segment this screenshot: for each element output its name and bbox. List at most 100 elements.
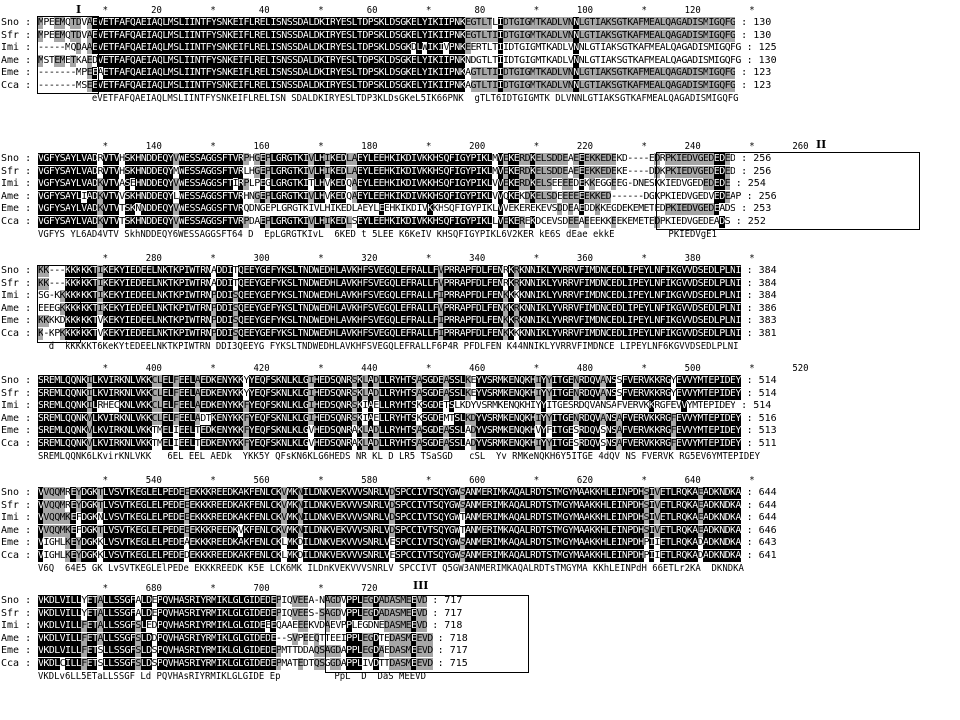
species-name: Imi :: [1, 178, 32, 189]
residue-count: : 717: [432, 595, 463, 606]
region-box: [325, 595, 529, 673]
species-name: Eme :: [1, 645, 32, 656]
consensus-line: eVETFAFQAEIAQLMSLIINTFYSNKEIFLRELISN SDA…: [38, 93, 739, 104]
species-name: Ame :: [1, 54, 32, 66]
species-name: Imi :: [1, 620, 32, 631]
residue-count: : 718: [437, 632, 468, 644]
residue-count: : 717: [437, 645, 468, 656]
species-name: Sfr :: [1, 387, 32, 399]
residue-count: : 130: [746, 54, 777, 66]
species-name: Cca :: [1, 79, 32, 91]
region-label: III: [413, 579, 429, 592]
sequence-row: MPEEMQTDVAEVETFAFQAEIAQLMSLIINTFYSNKEIFL…: [38, 29, 736, 42]
sequence-row: VGFYSAYLVADRVTVHSKHNDDEQYMWESSAGGSFTVRLH…: [38, 165, 736, 178]
species-name: Sno :: [1, 265, 32, 276]
sequence-row: VVQQMREYDGKTLVSVTKEGLELPEDEEEKKKREEDKAKF…: [38, 487, 741, 499]
residue-count: : 516: [746, 412, 777, 424]
position-ruler: * 280 * 300 * 320 * 340 * 360 * 380 *: [38, 253, 755, 264]
sequence-row: SG-KKKKKKKTIKEKYIEDEELNKTKPIWTRNPDDISQEE…: [38, 290, 741, 302]
residue-count: : 384: [746, 290, 777, 301]
sequence-row: SREMLQQNKVLKVIRKNLVKKCLELFEELADTKENYKKFY…: [38, 412, 741, 425]
residue-count: : 254: [735, 178, 766, 189]
sequence-row: VGFYSAYLVADKVTVASEHNDDEQYVWESSAGGSFTIRPL…: [38, 178, 730, 190]
sequence-row: VGFYSAYLVADRVTVHSKHNDDEQYVWESSAGGSFTVRPH…: [38, 153, 736, 165]
species-name: Sfr :: [1, 277, 32, 289]
species-name: Cca :: [1, 327, 32, 339]
position-ruler: * 20 * 40 * 60 * 80 * 100 * 120 *: [38, 5, 755, 16]
sequence-row: VKDLVILLYETALLSSGFALDEPQVHASRIYRMIKLGLGI…: [38, 607, 428, 620]
residue-count: : 641: [746, 549, 777, 561]
residue-count: : 123: [741, 67, 772, 78]
sequence-row: K-KPKKKKKKTVKEKYIEDEELNKTKPIWTRNPDDISQEE…: [38, 327, 741, 340]
species-name: Sno :: [1, 595, 32, 606]
residue-count: : 715: [437, 657, 468, 669]
residue-count: : 123: [741, 79, 772, 91]
sequence-row: SREMLQQNKVLKVIRKNLVKKTMELIEELTEDKENYKKFY…: [38, 437, 741, 450]
species-name: Ame :: [1, 412, 32, 424]
residue-count: : 256: [741, 165, 772, 177]
species-name: Cca :: [1, 215, 32, 227]
species-name: Cca :: [1, 549, 32, 561]
sequence-row: MPEEMQTDVAEVETFAFQAEIAQLMSLIINTFYSNKEIFL…: [38, 17, 736, 29]
sequence-row: SREMLQQNKILRHECKNLVKKCLELFEELAEDKENYKKFY…: [38, 400, 736, 412]
species-name: Sfr :: [1, 29, 32, 41]
residue-count: : 384: [746, 277, 777, 289]
region-label: II: [816, 138, 827, 151]
species-name: Cca :: [1, 437, 32, 449]
consensus-line: d kKKKKT6KeKYtEDEELNKTKPIWTRN DDI3QEEYG …: [38, 341, 739, 352]
species-name: Ame :: [1, 632, 32, 644]
sequence-row: VKDLVILLFETALLSSGFSLDDPQVHASRIYRMIKLGLGI…: [38, 632, 433, 645]
species-name: Sfr :: [1, 499, 32, 511]
residue-count: : 514: [746, 375, 777, 386]
sequence-row: VGFYSAYLVADKVTVTSKNNDDEQYVWESSAGGSFTVRQD…: [38, 203, 736, 215]
residue-count: : 256: [746, 190, 777, 202]
consensus-line: VGFYS YL6AD4VTV SkhNDDEQY6WESSAGGSFT64 D…: [38, 229, 717, 240]
residue-count: : 644: [746, 499, 777, 511]
species-name: Eme :: [1, 315, 32, 326]
residue-count: : 514: [746, 387, 777, 399]
sequence-row: VIGHLKEYDGKKLVSVTKEGLELPEDEAEKKKREEDKAKF…: [38, 537, 741, 549]
residue-count: : 514: [741, 400, 772, 411]
residue-count: : 256: [741, 153, 772, 164]
residue-count: : 511: [746, 437, 777, 449]
species-name: Eme :: [1, 67, 32, 78]
species-name: Sno :: [1, 487, 32, 498]
sequence-row: VKDLCILLFETSLLSSGFSLDSPQVHASRIYRMIKLGLGI…: [38, 657, 433, 670]
region-box: [37, 16, 99, 94]
region-box-continued: [37, 265, 81, 343]
sequence-row: VKDLVILLFETALLSSGFSLEDPQVHASRIYRMIKLGLGI…: [38, 620, 428, 632]
residue-count: : 381: [746, 327, 777, 339]
sequence-row: KKKKDKKKKKTVKEKYIEDEELNKTKPIWTRNPDDISQEE…: [38, 315, 741, 327]
species-name: Ame :: [1, 524, 32, 536]
residue-count: : 130: [741, 17, 772, 28]
sequence-row: EEEGKKKKKKTIKEKYIEDEELNKTKPIWTRNPDDISQEE…: [38, 302, 741, 315]
sequence-row: VGFYSAYLIADKVTVVSKHNDDEQYLWESSAGGSFTVRHN…: [38, 190, 741, 203]
residue-count: : 644: [746, 512, 777, 523]
sequence-row: VKDLVILLFETSLLSSGFSLDSPQVHASRIYRMIKLGLGI…: [38, 645, 433, 657]
species-name: Sno :: [1, 17, 32, 28]
residue-count: : 646: [746, 524, 777, 536]
sequence-row: VVQQMREYDGKTLVSVTKEGLELPEDEEEKKKREEDKAKF…: [38, 499, 741, 512]
residue-count: : 252: [735, 215, 766, 227]
species-name: Ame :: [1, 302, 32, 314]
species-name: Imi :: [1, 400, 32, 411]
position-ruler: * 400 * 420 * 440 * 460 * 480 * 500 * 52…: [38, 363, 809, 374]
residue-count: : 644: [746, 487, 777, 498]
residue-count: : 125: [746, 42, 777, 53]
sequence-row: KK---KKKKKTIKEKYIEDEELNKTKPIWTRNADDITQEE…: [38, 277, 741, 290]
residue-count: : 383: [746, 315, 777, 326]
residue-count: : 386: [746, 302, 777, 314]
species-name: Imi :: [1, 42, 32, 53]
position-ruler: * 680 * 700 * 720: [38, 583, 378, 594]
residue-count: : 130: [741, 29, 772, 41]
species-name: Sfr :: [1, 165, 32, 177]
sequence-row: VVQQMKEFDGKNLVSVTKEGLELPEDEEEKKKREEDKAKF…: [38, 512, 741, 524]
residue-count: : 643: [746, 537, 777, 548]
species-name: Sno :: [1, 375, 32, 386]
species-name: Eme :: [1, 425, 32, 436]
sequence-row: VVQQMKEFDGKTLVSVTKEGLELPEDEEEKKKREEDKVKF…: [38, 524, 741, 537]
sequence-row: VGFYSAYLVADKVTVTSKHNDDEQYVWESSAGGSFTVRPD…: [38, 215, 730, 228]
sequence-row: VIGHLKEYDGKKLVSVTKEGLELPEDEDEKKKREEDKAKF…: [38, 549, 741, 562]
species-name: Eme :: [1, 203, 32, 214]
